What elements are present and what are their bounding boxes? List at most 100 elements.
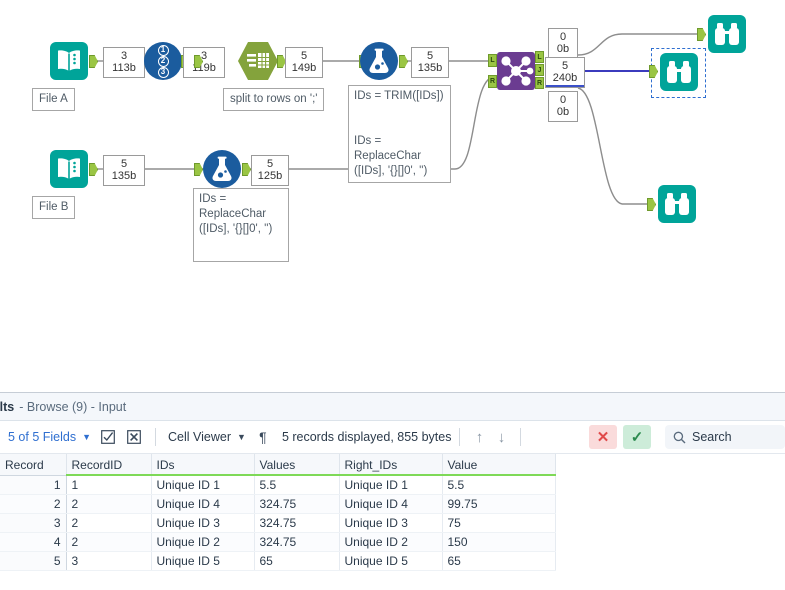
input-data-icon [50, 150, 88, 188]
cell-viewer-dropdown[interactable]: Cell Viewer ▼ [164, 430, 250, 444]
cell-recordid[interactable]: 2 [66, 513, 152, 533]
results-grid[interactable]: Record RecordID IDs Values Right_IDs Val… [0, 454, 785, 590]
cell-value[interactable]: 99.75 [442, 494, 556, 514]
cell-recordid[interactable]: 2 [66, 532, 152, 552]
input-anchor-texttocolumns[interactable] [194, 55, 203, 68]
cell-values[interactable]: 5.5 [254, 475, 340, 495]
count-recordid-out: 3 119b [183, 47, 225, 78]
output-anchor[interactable] [89, 163, 98, 176]
cell-ids[interactable]: Unique ID 5 [151, 551, 255, 571]
tool-browse-left-output[interactable] [708, 15, 746, 53]
port-label: R [489, 78, 496, 85]
tool-browse-join-output[interactable] [660, 53, 698, 91]
count-formula-a-out: 5 135b [411, 47, 449, 78]
results-subtitle: - Browse (9) - Input [19, 399, 127, 414]
accept-button[interactable]: ✓ [623, 425, 651, 449]
cell-right-ids[interactable]: Unique ID 2 [339, 532, 443, 552]
cell-values[interactable]: 324.75 [254, 494, 340, 514]
cell-recordid[interactable]: 1 [66, 475, 152, 495]
column-header-recordid[interactable]: RecordID [66, 454, 152, 476]
checkbox-checked-icon[interactable] [97, 426, 119, 448]
input-anchor-browse-top[interactable] [697, 28, 706, 41]
cell-ids[interactable]: Unique ID 3 [151, 513, 255, 533]
arrow-up-icon[interactable]: ↑ [475, 428, 484, 446]
browse-icon [658, 185, 696, 223]
tool-browse-right-output[interactable] [658, 185, 696, 223]
fields-selector[interactable]: 5 of 5 Fields ▼ [2, 430, 95, 444]
record-count: 0 [559, 31, 567, 43]
byte-count: 125b [257, 170, 283, 182]
tool-join[interactable]: L R L J R [488, 51, 544, 90]
formula-icon [203, 150, 241, 188]
cell-value[interactable]: 75 [442, 513, 556, 533]
byte-count: 149b [291, 62, 317, 74]
tool-formula-b[interactable] [203, 150, 251, 188]
book-glyph-icon [58, 50, 80, 71]
cell-values[interactable]: 324.75 [254, 513, 340, 533]
column-header-values[interactable]: Values [254, 454, 340, 476]
cell-right-ids[interactable]: Unique ID 4 [339, 494, 443, 514]
join-output-port-join[interactable]: J [535, 64, 544, 76]
column-header-right-ids[interactable]: Right_IDs [339, 454, 443, 476]
cell-value[interactable]: 65 [442, 551, 556, 571]
input-anchor-formula-b[interactable] [194, 163, 203, 176]
output-anchor[interactable] [399, 55, 408, 68]
column-header-ids[interactable]: IDs [151, 454, 255, 476]
cell-right-ids[interactable]: Unique ID 3 [339, 513, 443, 533]
tool-input-data-file-a[interactable] [50, 42, 98, 80]
results-header: ults - Browse (9) - Input [0, 393, 785, 421]
table-row[interactable]: 1 1 Unique ID 1 5.5 Unique ID 1 5.5 [0, 475, 556, 495]
cell-values[interactable]: 65 [254, 551, 340, 571]
cell-value[interactable]: 150 [442, 532, 556, 552]
workflow-canvas[interactable]: 3 113b File A 1 2 3 3 119b [0, 0, 785, 392]
tool-label-file-b: File B [32, 196, 76, 219]
tool-input-data-file-b[interactable] [50, 150, 98, 188]
tool-label-text-to-columns: split to rows on ';' [223, 88, 325, 111]
column-header-value[interactable]: Value [442, 454, 556, 476]
port-label: R [536, 79, 543, 87]
byte-count: 135b [111, 170, 137, 182]
output-anchor[interactable] [242, 163, 251, 176]
digit-3: 3 [157, 66, 169, 78]
input-anchor-browse-selected[interactable] [649, 65, 658, 78]
cell-ids[interactable]: Unique ID 4 [151, 494, 255, 514]
cell-recordid[interactable]: 3 [66, 551, 152, 571]
input-anchor-browse-bottom[interactable] [647, 198, 656, 211]
cell-recordid[interactable]: 2 [66, 494, 152, 514]
checkbox-cross-icon[interactable] [123, 426, 145, 448]
search-box[interactable]: Search [665, 425, 785, 449]
table-row[interactable]: 2 2 Unique ID 4 324.75 Unique ID 4 99.75 [0, 494, 556, 514]
pilcrow-icon[interactable]: ¶ [259, 429, 267, 445]
arrow-down-icon[interactable]: ↓ [497, 428, 506, 446]
byte-count: 240b [552, 72, 578, 84]
chevron-down-icon: ▼ [82, 432, 92, 442]
cell-right-ids[interactable]: Unique ID 1 [339, 475, 443, 495]
cell-ids[interactable]: Unique ID 1 [151, 475, 255, 495]
fields-selector-label: 5 of 5 Fields [8, 430, 77, 444]
book-glyph-icon [58, 158, 80, 179]
table-row[interactable]: 5 3 Unique ID 5 65 Unique ID 5 65 [0, 551, 556, 571]
tool-text-to-columns[interactable] [238, 42, 286, 80]
toolbar-divider [155, 428, 157, 446]
tool-annotation-formula-a: IDs = TRIM([IDs]) IDs = ReplaceChar ([ID… [348, 85, 451, 183]
join-output-port-left[interactable]: L [535, 51, 544, 63]
count-join-join-out: 5 240b [545, 57, 585, 88]
toolbar-divider [520, 428, 522, 446]
tool-formula-a[interactable] [360, 42, 408, 80]
table-row[interactable]: 4 2 Unique ID 2 324.75 Unique ID 2 150 [0, 532, 556, 552]
record-id-digits: 1 2 3 [144, 42, 182, 80]
join-input-port-left[interactable]: L [488, 54, 497, 67]
join-output-port-right[interactable]: R [535, 77, 544, 89]
cell-ids[interactable]: Unique ID 2 [151, 532, 255, 552]
join-input-port-right[interactable]: R [488, 75, 497, 88]
cell-right-ids[interactable]: Unique ID 5 [339, 551, 443, 571]
reject-button[interactable]: ✕ [589, 425, 617, 449]
cell-values[interactable]: 324.75 [254, 532, 340, 552]
table-row[interactable]: 3 2 Unique ID 3 324.75 Unique ID 3 75 [0, 513, 556, 533]
tool-record-id[interactable]: 1 2 3 [144, 42, 190, 80]
cell-value[interactable]: 5.5 [442, 475, 556, 495]
chevron-down-icon: ▼ [237, 432, 246, 442]
column-header-record[interactable]: Record [0, 454, 67, 476]
output-anchor[interactable] [89, 55, 98, 68]
table-header-row: Record RecordID IDs Values Right_IDs Val… [0, 454, 556, 476]
